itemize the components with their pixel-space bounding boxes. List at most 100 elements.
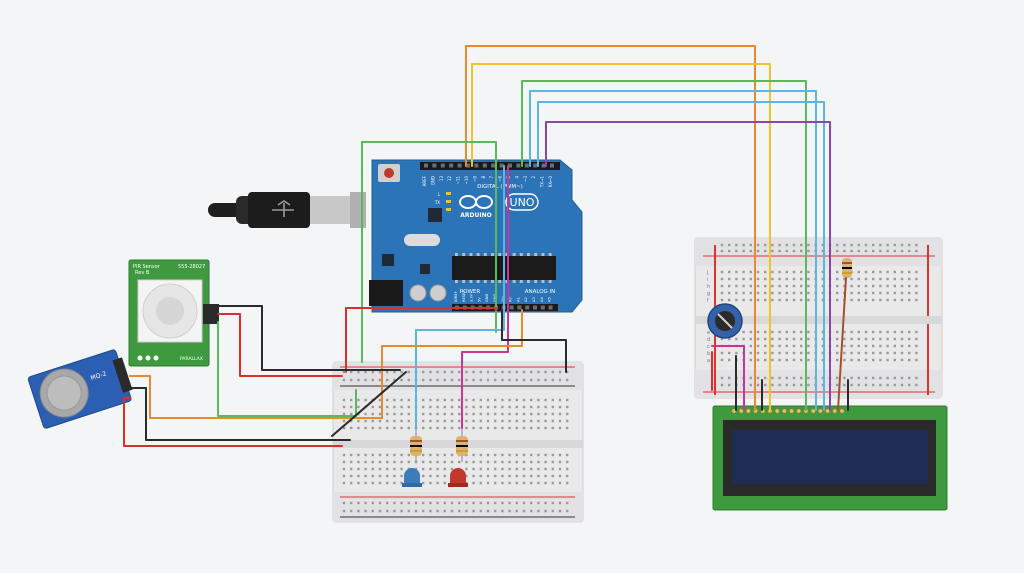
lcd-display[interactable]: [712, 405, 948, 511]
header-pin[interactable]: [541, 163, 546, 168]
header-pin[interactable]: [509, 305, 514, 310]
header-pin[interactable]: [491, 163, 496, 168]
pin-label: A3: [532, 297, 536, 302]
header-pin[interactable]: [482, 163, 487, 168]
header-pin[interactable]: [548, 305, 553, 310]
pin-label: A1: [516, 297, 520, 302]
pin-label: TX→1: [540, 176, 545, 189]
pin-label: 2: [531, 176, 536, 179]
usb-cable[interactable]: [208, 192, 366, 228]
pir-part: 555-28027: [178, 264, 205, 270]
lcd-pin[interactable]: [810, 408, 816, 414]
gas-sensor-mq2[interactable]: MQ-2: [27, 348, 136, 429]
gas-sensor-label: MQ-2: [90, 370, 108, 382]
wire-brown-lcd: [837, 277, 847, 411]
lcd-pin[interactable]: [781, 408, 787, 414]
wire-red-5v: [345, 307, 497, 373]
wire-black-pir: [217, 305, 401, 371]
wire-green-d13: [361, 141, 497, 363]
header-pin[interactable]: [517, 305, 522, 310]
lcd-pin[interactable]: [738, 408, 744, 414]
pin-label: ~11: [456, 176, 461, 185]
wire-orange-a0: [129, 309, 523, 419]
usb-chip: [428, 208, 442, 222]
lcd-pin[interactable]: [825, 408, 831, 414]
header-pin[interactable]: [449, 163, 454, 168]
wire-green-d5: [521, 80, 807, 411]
pin-label: 4: [514, 176, 519, 179]
wire-black-diagonal: [331, 371, 407, 437]
pin-label: RESET: [462, 290, 466, 302]
header-pin[interactable]: [466, 163, 470, 168]
wires[interactable]: [123, 45, 849, 447]
lcd-pin[interactable]: [789, 408, 795, 414]
pir-maker: PARALLAX: [180, 356, 203, 362]
wire-blue-led: [415, 165, 505, 429]
header-pin[interactable]: [524, 163, 529, 168]
row-letter: a: [707, 358, 710, 364]
pir-rev: Rev B: [135, 270, 150, 276]
wire-black-gnd: [501, 309, 567, 373]
pin-label: A4: [540, 297, 544, 302]
pin-label: RX←0: [548, 176, 553, 188]
lcd-pin[interactable]: [796, 408, 802, 414]
power-label: POWER: [460, 289, 481, 295]
row-letter: e: [707, 330, 710, 336]
header-pin[interactable]: [533, 163, 538, 168]
lcd-pin[interactable]: [817, 408, 823, 414]
wire-blue2-d3: [537, 101, 825, 411]
pin-label: A0: [509, 297, 513, 302]
lcd-pin[interactable]: [832, 408, 838, 414]
regulator: [382, 254, 394, 266]
pin-label: ~10: [464, 176, 469, 185]
crystal: [404, 234, 440, 246]
lcd-pin[interactable]: [839, 408, 845, 414]
lcd-pin[interactable]: [745, 408, 751, 414]
pin-label: 13: [439, 176, 444, 182]
wire-red-gas: [123, 397, 343, 447]
digital-label: DIGITAL (PWM~): [477, 184, 523, 190]
pin-label: ~9: [472, 176, 477, 182]
pin-label: 5V: [477, 297, 481, 302]
row-letter: j: [706, 270, 708, 276]
indicator-led: [446, 208, 451, 211]
wire-red-pir: [217, 313, 343, 377]
header-pin[interactable]: [457, 163, 462, 168]
row-letter: b: [707, 351, 710, 357]
header-pin[interactable]: [525, 305, 530, 310]
usb-icon: [272, 200, 294, 217]
pin-label: AREF: [422, 175, 427, 186]
header-pin[interactable]: [540, 305, 545, 310]
header-pin[interactable]: [432, 163, 437, 168]
indicator-led: [446, 192, 451, 195]
wire-black-gas: [129, 387, 351, 441]
row-letter: c: [707, 344, 710, 350]
led-blue: [402, 468, 422, 487]
header-pin[interactable]: [424, 163, 428, 168]
header-pin[interactable]: [508, 163, 512, 168]
pir-sensor[interactable]: PIR Sensor Rev B 555-28027 PARALLAX: [128, 259, 219, 367]
arduino-brand: ARDUINO: [460, 212, 491, 219]
row-letter: i: [707, 277, 708, 283]
pin-label: ~6: [498, 176, 503, 182]
header-pin[interactable]: [516, 163, 521, 168]
wire-purple-d2: [545, 121, 831, 411]
header-pin[interactable]: [533, 305, 537, 310]
potentiometer[interactable]: [707, 303, 743, 339]
header-pin[interactable]: [550, 163, 554, 168]
header-pin[interactable]: [499, 163, 504, 168]
pin-label: ~3: [523, 176, 528, 182]
led-label: TX: [434, 200, 440, 205]
power-jack[interactable]: [369, 280, 403, 306]
arduino-infinity-logo: [459, 195, 493, 209]
header-pin[interactable]: [440, 163, 445, 168]
header-pin[interactable]: [474, 163, 479, 168]
lcd-screen: [732, 430, 928, 484]
reset-button[interactable]: [384, 168, 394, 178]
lcd-pin[interactable]: [774, 408, 780, 414]
arduino-model: UNO: [510, 196, 535, 209]
pin-label: Vin: [501, 296, 505, 302]
resistor-blue-led: [410, 428, 422, 462]
